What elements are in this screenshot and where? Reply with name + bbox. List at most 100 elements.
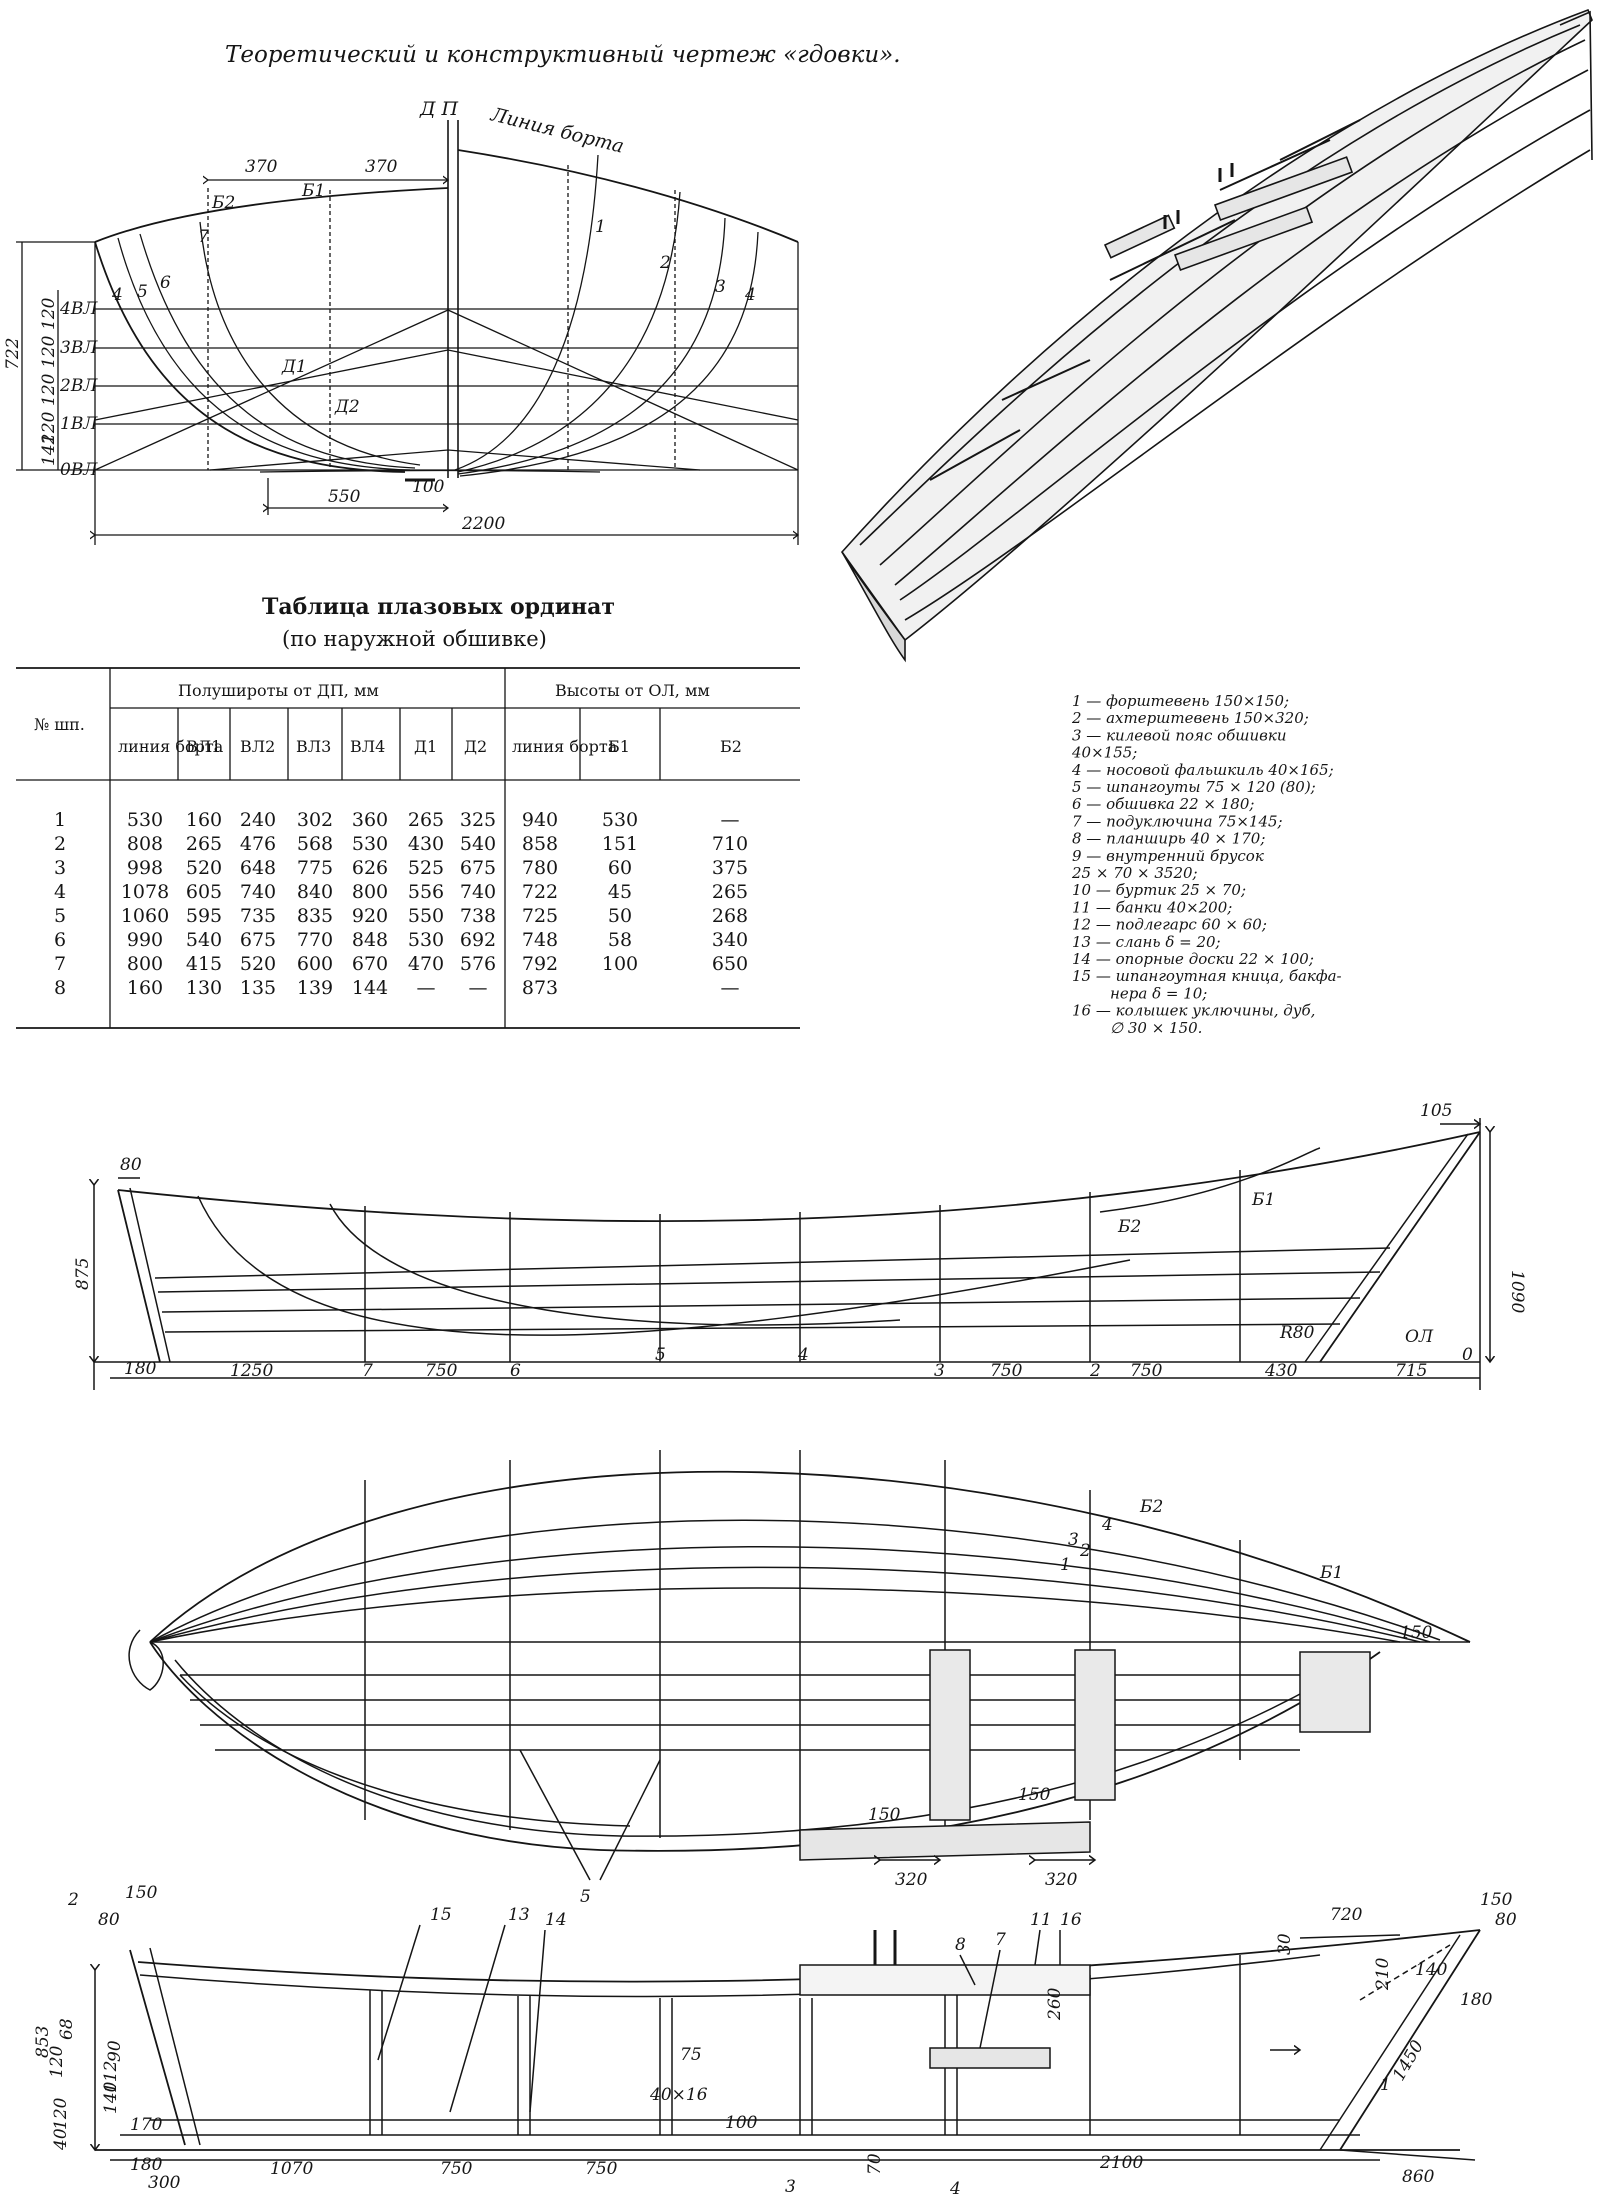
callout-1: 1 <box>1380 2075 1391 2095</box>
profile-frame-6: 6 <box>510 1361 521 1381</box>
table-col-d2: Д2 <box>464 737 487 756</box>
legend-line: 7 — подуключина 75×145; <box>1072 812 1283 830</box>
diagonal-d1-label: Д1 <box>281 357 307 377</box>
plan-num-4: 4 <box>1101 1515 1113 1535</box>
table-cell: 780 <box>522 857 558 879</box>
height-dim-722: 722 <box>3 338 23 370</box>
table-cell: 58 <box>608 929 632 951</box>
section-bottom-dim-2100: 2100 <box>1099 2153 1143 2173</box>
table-cell: 135 <box>240 977 276 999</box>
section-dim-68: 68 <box>57 2018 77 2040</box>
boat-perspective-illustration <box>840 8 1593 663</box>
table-col-sheer-2: линия борта <box>512 737 618 756</box>
table-cell: 265 <box>408 809 444 831</box>
callout-7: 7 <box>995 1930 1006 1950</box>
profile-dim-80: 80 <box>120 1155 142 1175</box>
table-cell: 770 <box>297 929 333 951</box>
waterline-0: 0ВЛ <box>60 460 98 480</box>
table-cell: 775 <box>297 857 333 879</box>
frame-label-2-right: 2 <box>659 253 671 273</box>
table-cell: 540 <box>460 833 496 855</box>
table-cell: 5 <box>54 905 66 927</box>
table-cell: 840 <box>297 881 333 903</box>
table-cell: 302 <box>297 809 333 831</box>
section-bottom-dim-300: 300 <box>148 2173 181 2193</box>
callout-16: 16 <box>1060 1910 1082 1930</box>
frame-label-4-left: 4 <box>111 285 123 305</box>
table-cell: 265 <box>186 833 222 855</box>
section-bottom-dim-860: 860 <box>1402 2167 1435 2187</box>
plan-dim-150-a: 150 <box>868 1805 901 1825</box>
table-cell: 530 <box>352 833 388 855</box>
legend-line: 5 — шпангоуты 75 × 120 (80); <box>1072 778 1316 796</box>
section-dim-100: 100 <box>725 2113 758 2133</box>
table-cell: 940 <box>522 809 558 831</box>
plan-dim-320-b: 320 <box>1045 1870 1078 1890</box>
wl-dim-1: 120 <box>39 297 59 330</box>
table-cell: 600 <box>297 953 333 975</box>
table-cell: 265 <box>712 881 748 903</box>
table-cell: 670 <box>352 953 388 975</box>
profile-frame-5: 5 <box>655 1345 666 1365</box>
section-dim-90: 90 <box>105 2040 125 2062</box>
section-dim-140: 140 <box>101 2081 121 2114</box>
section-labels: 853 68 120 90 112 140 170 120 40 80 150 … <box>33 1883 1517 2199</box>
legend-line: нера δ = 10; <box>1110 984 1207 1002</box>
frame-label-5-left: 5 <box>137 282 148 302</box>
table-cell: 530 <box>127 809 163 831</box>
table-cell: 998 <box>127 857 163 879</box>
construction-section <box>95 1924 1481 2161</box>
table-cell: 60 <box>608 857 632 879</box>
profile-label-ol: ОЛ <box>1405 1327 1434 1347</box>
table-cell: 160 <box>186 809 222 831</box>
table-cell: 520 <box>240 953 276 975</box>
section-dim-40: 40 <box>51 2128 71 2151</box>
table-cell: 50 <box>608 905 632 927</box>
table-cell: 160 <box>127 977 163 999</box>
table-header-heights: Высоты от ОЛ, мм <box>555 681 710 700</box>
legend-line: 10 — буртик 25 × 70; <box>1072 881 1246 899</box>
drawing-caption: Теоретический и конструктивный чертеж «г… <box>225 42 901 68</box>
plan-dim-150-stem: 150 <box>1400 1623 1433 1643</box>
table-cell: 525 <box>408 857 444 879</box>
section-dim-112: 112 <box>101 2061 121 2093</box>
section-dim-260: 260 <box>1045 1987 1065 2021</box>
profile-dim-1090: 1090 <box>1507 1270 1527 1313</box>
callout-14: 14 <box>545 1910 567 1930</box>
table-cell: — <box>721 809 740 831</box>
parts-legend: 1 — форштевень 150×150;2 — ахтерштевень … <box>1071 692 1342 1037</box>
profile-bottom-dim-750a: 750 <box>425 1361 458 1381</box>
legend-line: 40×155; <box>1071 744 1137 762</box>
table-cell: 144 <box>352 977 388 999</box>
profile-bottom-dim-750c: 750 <box>1130 1361 1163 1381</box>
table-cell: 130 <box>186 977 222 999</box>
dim-370-left: 370 <box>245 157 278 177</box>
callout-8: 8 <box>955 1935 966 1955</box>
table-col-vl3: ВЛ3 <box>296 737 331 756</box>
wl-dim-5: 142 <box>39 434 59 466</box>
table-cell: 415 <box>186 953 222 975</box>
sheer-line-label: Линия борта <box>488 103 626 157</box>
profile-bottom-dim-430: 430 <box>1264 1361 1298 1381</box>
table-cell: 692 <box>460 929 496 951</box>
legend-line: 25 × 70 × 3520; <box>1071 864 1198 882</box>
table-cell: 1 <box>54 809 66 831</box>
legend-line: 11 — банки 40×200; <box>1072 898 1232 916</box>
table-cell: 648 <box>240 857 276 879</box>
waterline-1: 1ВЛ <box>60 414 98 434</box>
frame-label-1-right: 1 <box>595 217 606 237</box>
section-dim-80: 80 <box>98 1910 120 1930</box>
table-cell: 748 <box>522 929 558 951</box>
legend-line: 13 — слань δ = 20; <box>1072 933 1221 951</box>
legend-line: 6 — обшивка 22 × 180; <box>1072 795 1254 813</box>
section-dim-853: 853 <box>33 2026 53 2058</box>
profile-label-b2: Б2 <box>1117 1217 1141 1237</box>
dim-370-right: 370 <box>365 157 398 177</box>
section-dim-1450: 1450 <box>1389 2037 1428 2085</box>
profile-bottom-dim-750b: 750 <box>990 1361 1023 1381</box>
profile-bottom-dim-1250: 1250 <box>230 1361 273 1381</box>
table-cell: 920 <box>352 905 388 927</box>
section-dim-150-top: 150 <box>1480 1890 1513 1910</box>
